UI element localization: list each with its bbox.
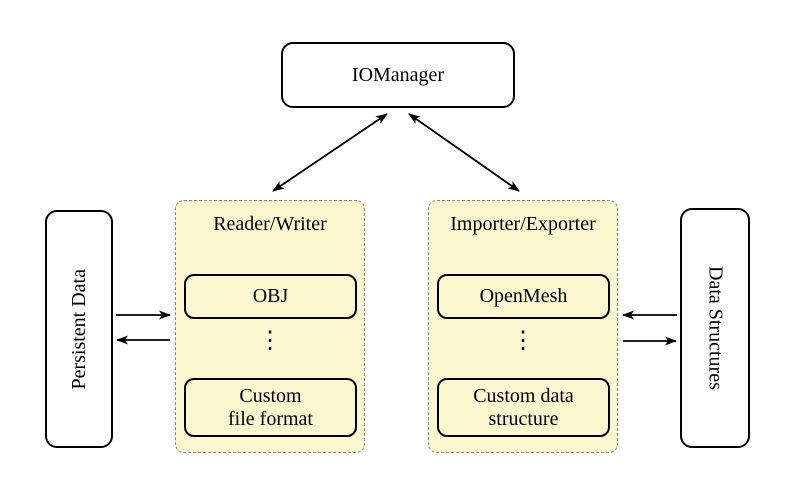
- importer-exporter-ellipsis: ⋮: [511, 328, 535, 354]
- reader-writer-ellipsis: ⋮: [258, 328, 282, 354]
- arrow-iomanager-reader-writer: [272, 113, 388, 192]
- custom-file-format-node: Custom file format: [184, 378, 357, 437]
- custom-data-structure-node: Custom data structure: [437, 378, 610, 437]
- persistent-data-node: Persistent Data: [45, 210, 113, 448]
- arrow-iomanager-importer-exporter: [408, 113, 520, 192]
- iomanager-node: IOManager: [281, 42, 515, 108]
- data-structures-node: Data Structures: [680, 208, 750, 448]
- obj-node: OBJ: [184, 274, 357, 319]
- data-structures-label: Data Structures: [704, 266, 727, 390]
- persistent-data-label: Persistent Data: [67, 268, 90, 390]
- importer-exporter-group: Importer/Exporter OpenMesh ⋮ Custom data…: [428, 200, 618, 453]
- iomanager-label: IOManager: [351, 63, 445, 86]
- reader-writer-title: Reader/Writer: [213, 213, 327, 235]
- reader-writer-group: Reader/Writer OBJ ⋮ Custom file format: [175, 200, 365, 453]
- importer-exporter-title: Importer/Exporter: [450, 213, 596, 235]
- openmesh-node: OpenMesh: [437, 274, 610, 319]
